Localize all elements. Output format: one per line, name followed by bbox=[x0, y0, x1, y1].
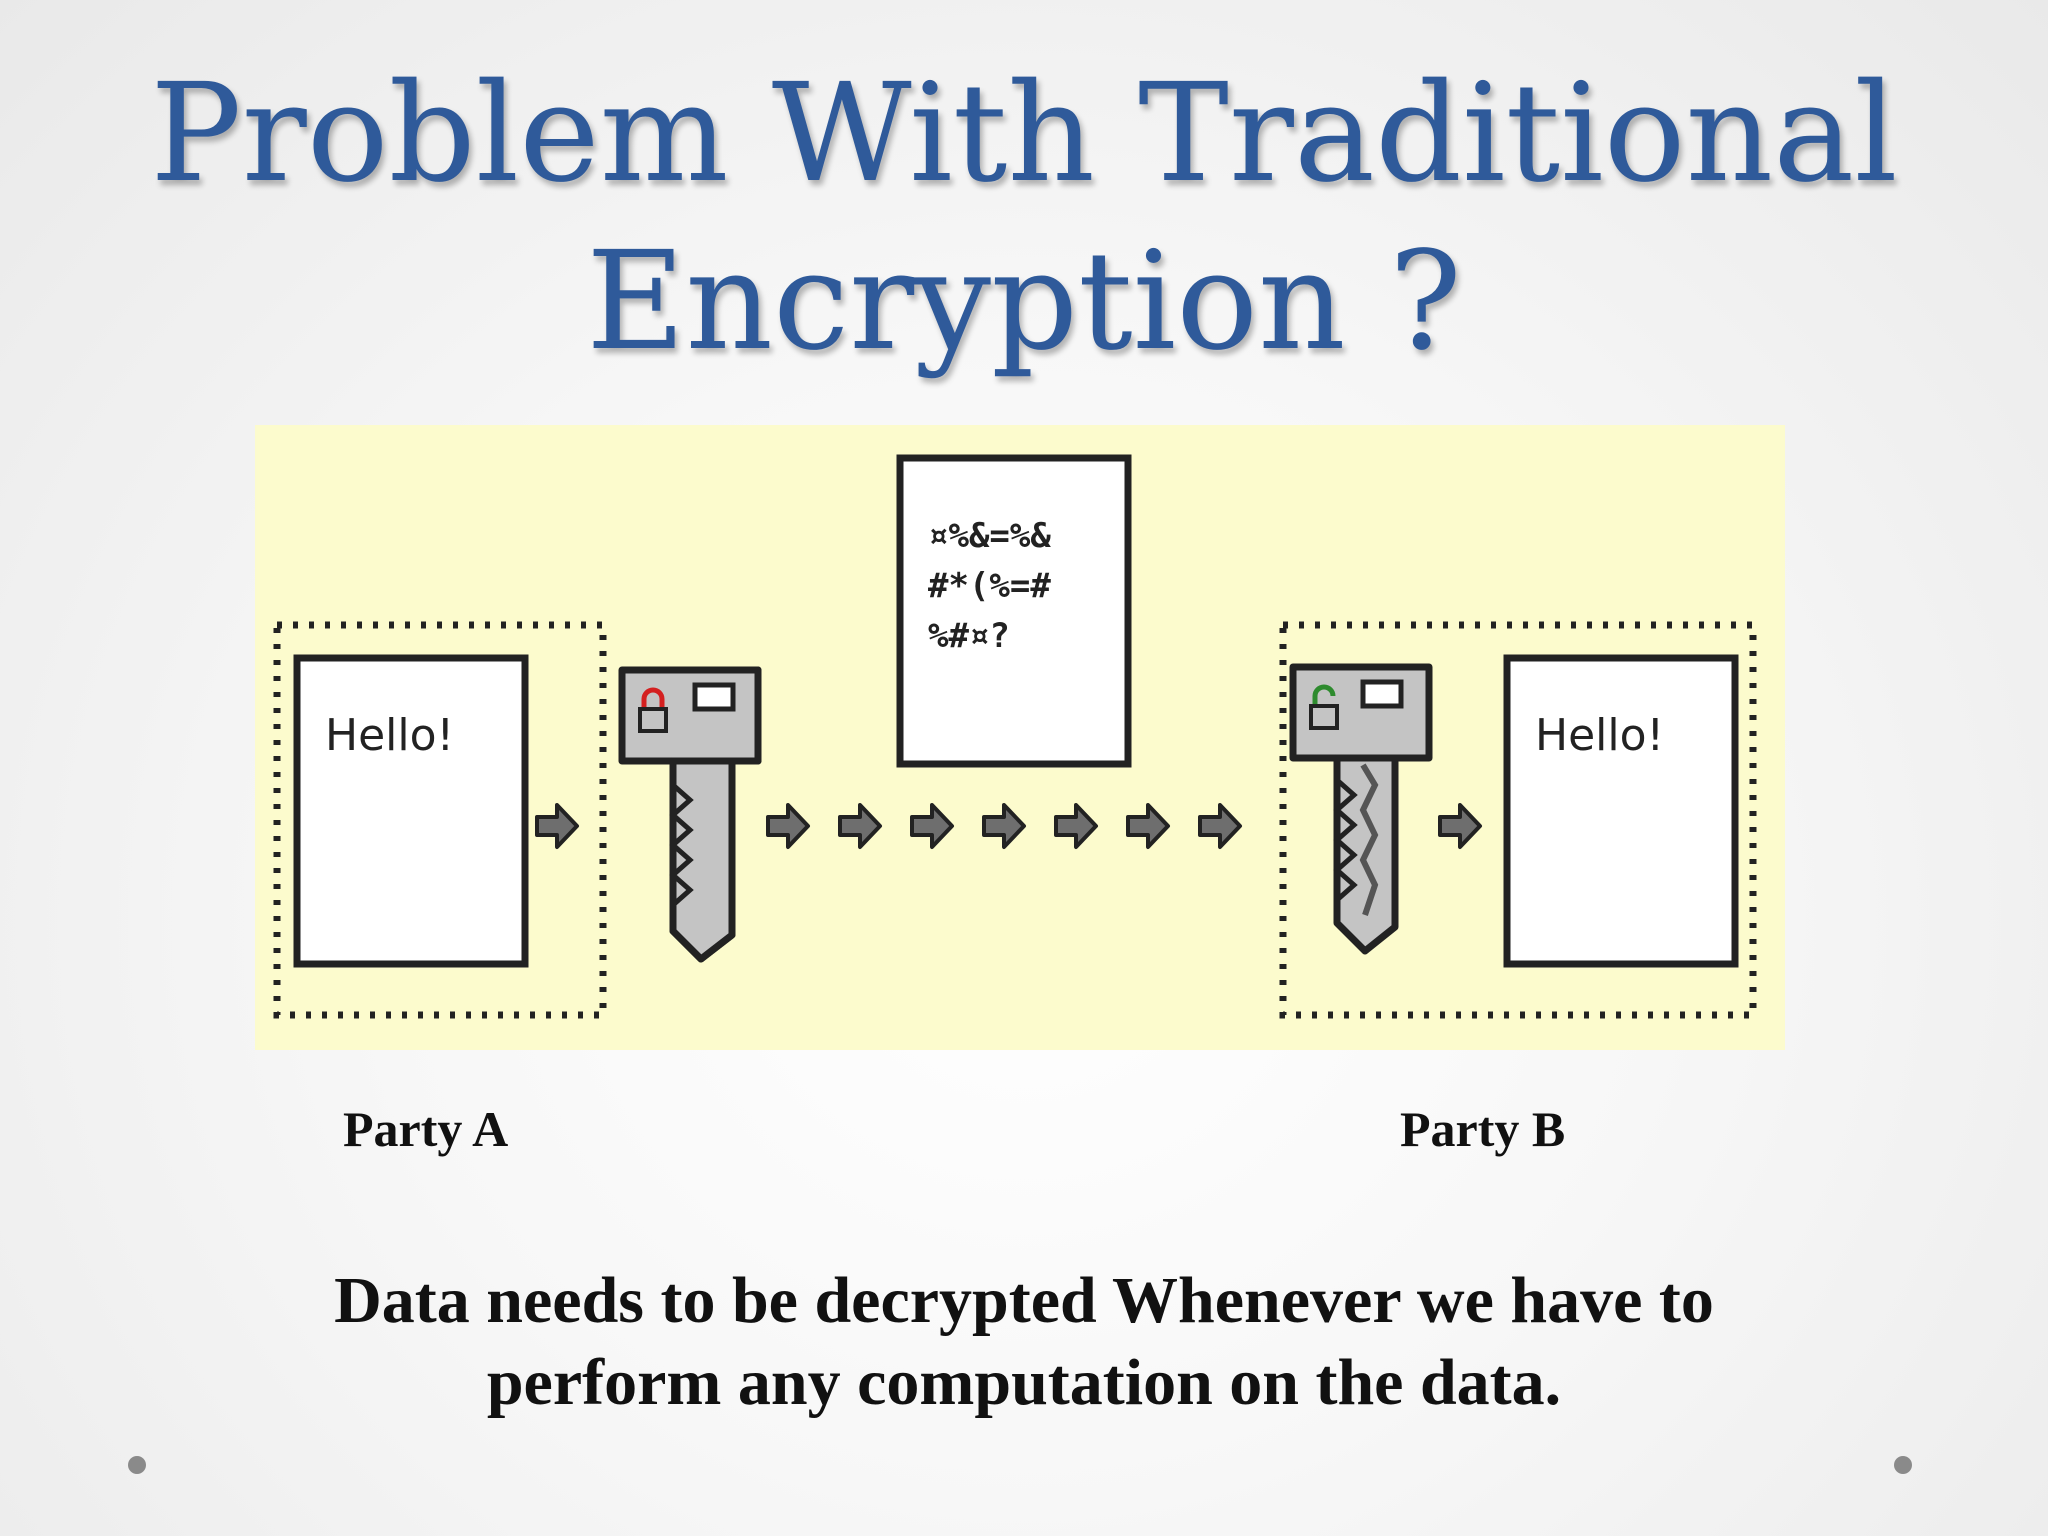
arrow-right-icon bbox=[766, 803, 810, 849]
slide-caption: Data needs to be decrypted Whenever we h… bbox=[0, 1260, 2048, 1424]
nav-dot-icon bbox=[1894, 1456, 1912, 1474]
arrow-right-icon bbox=[1054, 803, 1098, 849]
nav-dot-icon bbox=[128, 1456, 146, 1474]
party-b-boundary bbox=[1279, 621, 1757, 1019]
slide-title: Problem With Traditional Encryption ? bbox=[0, 50, 2048, 386]
key-icon bbox=[1289, 663, 1433, 955]
key-icon bbox=[618, 666, 762, 963]
caption-line-1: Data needs to be decrypted Whenever we h… bbox=[334, 1264, 1714, 1337]
plaintext-left-text: Hello! bbox=[325, 710, 454, 761]
cipher-line-1: ¤%&=%& bbox=[928, 516, 1051, 556]
arrow-right-icon bbox=[1198, 803, 1242, 849]
title-line-1: Problem With Traditional bbox=[150, 55, 1898, 213]
transmission-arrows bbox=[766, 803, 1242, 849]
arrow-right-icon bbox=[982, 803, 1026, 849]
title-line-2: Encryption ? bbox=[586, 223, 1462, 381]
arrow-right-icon bbox=[838, 803, 882, 849]
ciphertext-document: ¤%&=%& #*(%=# %#¤? bbox=[896, 454, 1132, 768]
party-a-boundary bbox=[273, 621, 607, 1019]
arrow-right-icon bbox=[910, 803, 954, 849]
party-a-label: Party A bbox=[343, 1101, 509, 1157]
cipher-line-3: %#¤? bbox=[928, 616, 1010, 656]
plaintext-document-left: Hello! bbox=[293, 654, 529, 968]
caption-line-2: perform any computation on the data. bbox=[486, 1346, 1562, 1419]
plaintext-right-text: Hello! bbox=[1535, 710, 1664, 761]
encryption-diagram: Hello! ¤%&=%& #*(%=# %#¤? bbox=[255, 425, 1785, 1050]
arrow-right-icon bbox=[535, 803, 579, 849]
party-b-label: Party B bbox=[1400, 1101, 1566, 1157]
lock-icon bbox=[1309, 684, 1339, 730]
arrow-right-icon bbox=[1126, 803, 1170, 849]
lock-icon bbox=[638, 687, 668, 733]
arrow-right-icon bbox=[1438, 803, 1482, 849]
cipher-line-2: #*(%=# bbox=[928, 566, 1051, 606]
plaintext-document-right: Hello! bbox=[1503, 654, 1739, 968]
